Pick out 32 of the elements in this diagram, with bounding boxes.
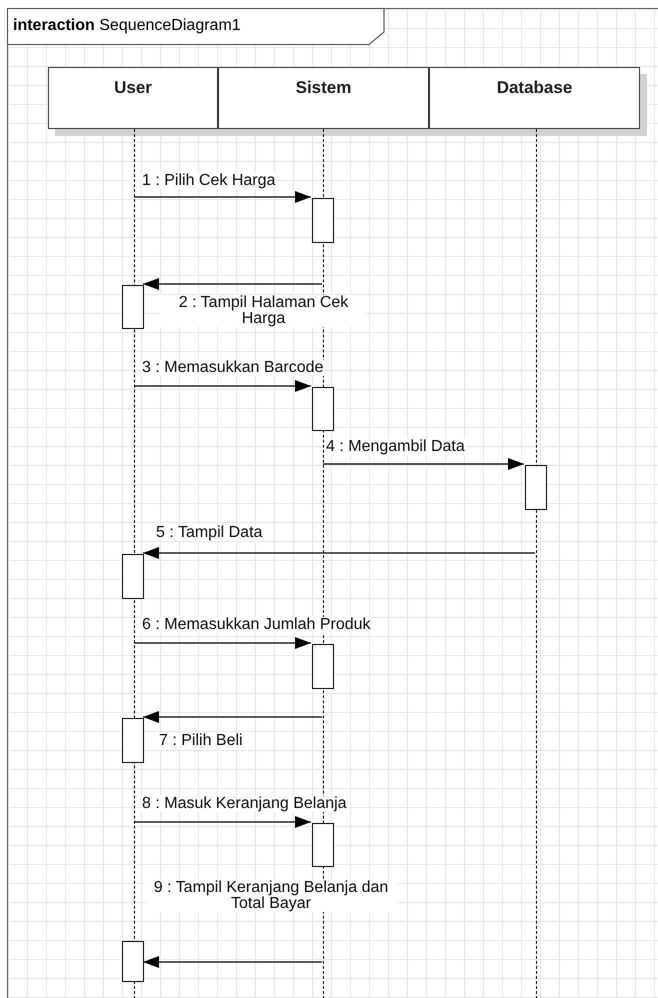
lifeline-name: Sistem	[296, 78, 352, 98]
activation-bar	[312, 198, 334, 243]
lifeline-name: Database	[496, 78, 572, 98]
message-arrow	[143, 278, 322, 290]
message-label: 5 : Tampil Data	[155, 525, 264, 541]
frame	[7, 8, 658, 998]
message-arrow	[134, 191, 311, 203]
message-label: 8 : Masuk Keranjang Belanja	[141, 796, 348, 812]
message-label: 7 : Pilih Beli	[158, 733, 244, 749]
message-arrow	[323, 458, 524, 470]
message-arrow	[134, 637, 311, 649]
lifeline-name: User	[114, 78, 152, 98]
message-label: 2 : Tampil Halaman Cek Harga	[160, 295, 367, 327]
message-arrow	[143, 711, 322, 723]
message-label: 3 : Memasukkan Barcode	[141, 360, 324, 376]
message-arrow	[143, 956, 322, 968]
message-arrow	[134, 380, 311, 392]
activation-bar	[312, 823, 334, 867]
message-arrow	[134, 816, 311, 828]
message-label: 1 : Pilih Cek Harga	[141, 173, 276, 189]
activation-bar	[122, 718, 144, 763]
message-label: 9 : Tampil Keranjang Belanja dan Total Bayar	[145, 880, 397, 912]
message-label: 4 : Mengambil Data	[325, 439, 466, 455]
activation-bar	[312, 644, 334, 689]
activation-bar	[312, 387, 334, 431]
activation-bar	[122, 285, 144, 329]
message-label: 6 : Memasukkan Jumlah Produk	[141, 617, 372, 633]
activation-bar	[525, 465, 547, 510]
message-arrow	[143, 547, 535, 559]
activation-bar	[122, 941, 144, 982]
frame-title: interaction SequenceDiagram1	[13, 17, 241, 35]
activation-bar	[122, 554, 144, 599]
